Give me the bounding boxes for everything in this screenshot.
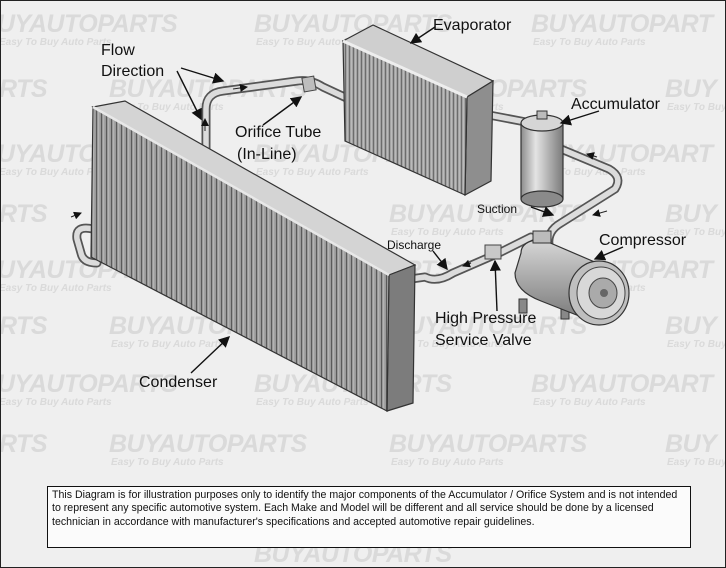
- label-flow: Flow: [101, 42, 135, 59]
- flow-arrows: [70, 84, 608, 268]
- evaporator-leader: [409, 26, 436, 44]
- label-in-line: (In-Line): [237, 146, 297, 163]
- leader-lines: [176, 26, 624, 374]
- label-compressor: Compressor: [599, 232, 687, 249]
- flow-leader-2: [176, 70, 202, 121]
- orifice-tube-fitting: [301, 75, 317, 93]
- accumulator: [520, 110, 564, 208]
- accumulator-leader: [559, 110, 600, 126]
- disclaimer-box: This Diagram is for illustration purpose…: [47, 486, 691, 548]
- hpsv-leader: [489, 259, 501, 312]
- orifice-leader: [262, 96, 303, 126]
- label-service-valve: Service Valve: [435, 332, 532, 349]
- condenser: [90, 100, 417, 412]
- label-condenser: Condenser: [139, 374, 218, 391]
- label-discharge: Discharge: [387, 238, 441, 252]
- service-valve-fitting: [484, 244, 502, 260]
- discharge-leader: [432, 250, 448, 271]
- label-accumulator: Accumulator: [571, 96, 661, 113]
- label-direction: Direction: [101, 63, 164, 80]
- label-high-pressure: High Pressure: [435, 310, 536, 327]
- compressor: [514, 230, 630, 326]
- compressor-leader: [593, 246, 624, 261]
- label-suction: Suction: [477, 202, 517, 216]
- label-orifice-tube: Orifice Tube: [235, 124, 321, 141]
- suction-leader: [530, 206, 555, 217]
- flow-leader-1: [180, 67, 225, 84]
- condenser-leader: [190, 336, 231, 374]
- callout-labels: Flow Direction Evaporator Accumulator Or…: [101, 17, 687, 391]
- label-evaporator: Evaporator: [433, 17, 512, 34]
- evaporator: [341, 24, 495, 197]
